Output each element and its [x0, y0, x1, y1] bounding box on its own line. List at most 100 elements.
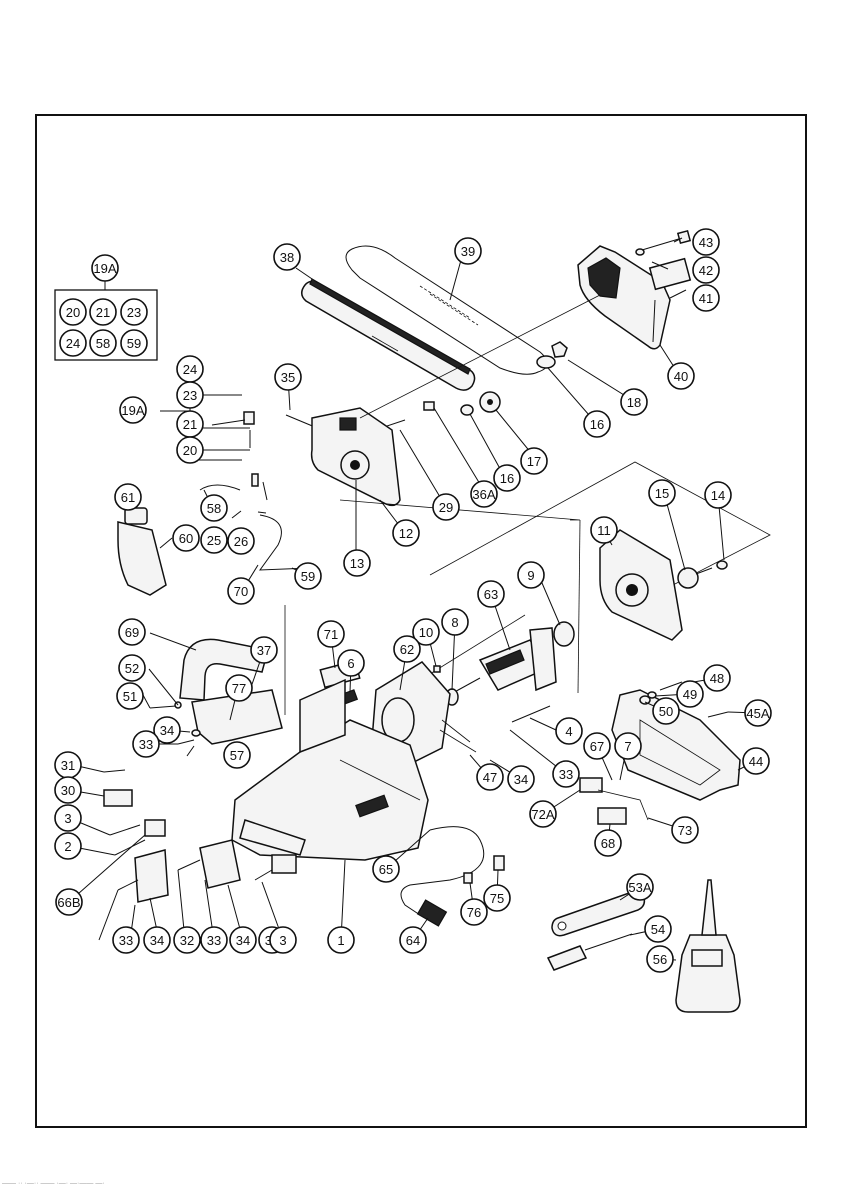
part-callout-label: 58: [207, 501, 221, 516]
part-callout-label: 51: [123, 689, 137, 704]
part-callout: 25: [201, 527, 227, 553]
kit-member-callout: 24: [60, 330, 86, 356]
part-callout: 57: [224, 742, 250, 768]
part-callout: 42: [693, 257, 719, 283]
part-callout: 18: [621, 389, 647, 415]
part-callout-label: 33: [119, 933, 133, 948]
part-callout: 64: [400, 927, 426, 953]
part-callout: 33: [113, 927, 139, 953]
part-callout: 54: [645, 916, 671, 942]
part-callout: 76: [461, 899, 487, 925]
key: [434, 666, 440, 672]
gear-case: [600, 530, 682, 640]
part-callout: 71: [318, 621, 344, 647]
part-callout: 43: [693, 229, 719, 255]
part-callout-label: 6: [347, 656, 354, 671]
part-callout: 8: [442, 609, 468, 635]
kit-member-callout-label: 59: [127, 336, 141, 351]
part-callout-label: 71: [324, 627, 338, 642]
part-callout: 63: [478, 581, 504, 607]
part-callout-label: 14: [711, 488, 725, 503]
part-callout: 7: [615, 733, 641, 759]
part-callout-label: 62: [400, 642, 414, 657]
screwdriver: [548, 934, 632, 970]
part-callout: 35: [275, 364, 301, 390]
part-callout: 61: [115, 484, 141, 510]
part-callout: 31: [55, 752, 81, 778]
bracket-member-callout: 23: [177, 382, 203, 408]
kit-member-callout-label: 21: [96, 305, 110, 320]
part-callout: 68: [595, 830, 621, 856]
part-callout: 48: [704, 665, 730, 691]
part-callout: 45A: [745, 700, 771, 726]
part-callout-label: 35: [281, 370, 295, 385]
oil-bottle: [676, 880, 740, 1012]
part-callout-label: 12: [399, 526, 413, 541]
part-callout-label: 36A: [472, 487, 495, 502]
oil-tank: [118, 508, 166, 595]
brush-cap: [494, 856, 504, 870]
part-callout-label: 32: [180, 933, 194, 948]
part-callout-label: 54: [651, 922, 665, 937]
part-callout-label: 7: [624, 739, 631, 754]
part-callout-label: 17: [527, 454, 541, 469]
part-callout-label: 72A: [531, 807, 554, 822]
part-callout: 1: [328, 927, 354, 953]
part-callout-label: 42: [699, 263, 713, 278]
part-callout: 34: [508, 766, 534, 792]
part-callout-label: 69: [125, 625, 139, 640]
kit-member-callout: 20: [60, 299, 86, 325]
part-callout-label: 47: [483, 770, 497, 785]
armature: [440, 628, 556, 700]
part-callout-label: 49: [683, 687, 697, 702]
part-callout: 66B: [56, 889, 82, 915]
gear: [678, 561, 727, 588]
bracket-member-callout: 21: [177, 411, 203, 437]
part-callout: 13: [344, 550, 370, 576]
part-callout-label: 30: [61, 783, 75, 798]
part-callout-label: 59: [301, 569, 315, 584]
bracket-member-callout-label: 24: [183, 362, 197, 377]
kit-member-callout-label: 20: [66, 305, 80, 320]
part-callout-label: 3: [279, 933, 286, 948]
part-callout-label: 37: [257, 643, 271, 658]
brush: [464, 873, 472, 883]
bracket-member-callout-label: 23: [183, 388, 197, 403]
part-callout-label: 70: [234, 584, 248, 599]
part-callout-label: 10: [419, 625, 433, 640]
part-callout-label: 52: [125, 661, 139, 676]
part-callout: 34: [230, 927, 256, 953]
part-callout-label: 4: [565, 724, 572, 739]
part-callout: 47: [477, 764, 503, 790]
screw-33a: [178, 740, 194, 744]
part-callout-label: 31: [61, 758, 75, 773]
part-callout: 49: [677, 681, 703, 707]
part-callout-label: 26: [234, 534, 248, 549]
part-callout-label: 34: [160, 723, 174, 738]
part-callout: 9: [518, 562, 544, 588]
part-callout: 73: [672, 817, 698, 843]
part-callout-label: 34: [236, 933, 250, 948]
screw-3b: [255, 870, 272, 880]
part-callout-label: 56: [653, 952, 667, 967]
kit-member-callout-label: 23: [127, 305, 141, 320]
screw-2: [115, 840, 145, 855]
footer-print-mark: —— ·· ·—·· —— ·—· —·—— —·: [0, 1180, 841, 1191]
part-callout: 3: [55, 805, 81, 831]
stud: [424, 402, 434, 410]
part-callout: 40: [668, 363, 694, 389]
oil-hose: [200, 485, 240, 490]
part-callout-label: 44: [749, 754, 763, 769]
part-callout: 36A: [471, 481, 497, 507]
part-callout-label: 15: [655, 486, 669, 501]
part-callout-label: 68: [601, 836, 615, 851]
part-callout: 58: [201, 495, 227, 521]
bracket-member-callout-label: 20: [183, 443, 197, 458]
part-callout: 32: [174, 927, 200, 953]
part-callout-label: 75: [490, 891, 504, 906]
part-callout-label: 61: [121, 490, 135, 505]
part-callout-label: 25: [207, 533, 221, 548]
part-callout: 67: [584, 733, 610, 759]
bracket-member-callout: 24: [177, 356, 203, 382]
part-callout: 69: [119, 619, 145, 645]
